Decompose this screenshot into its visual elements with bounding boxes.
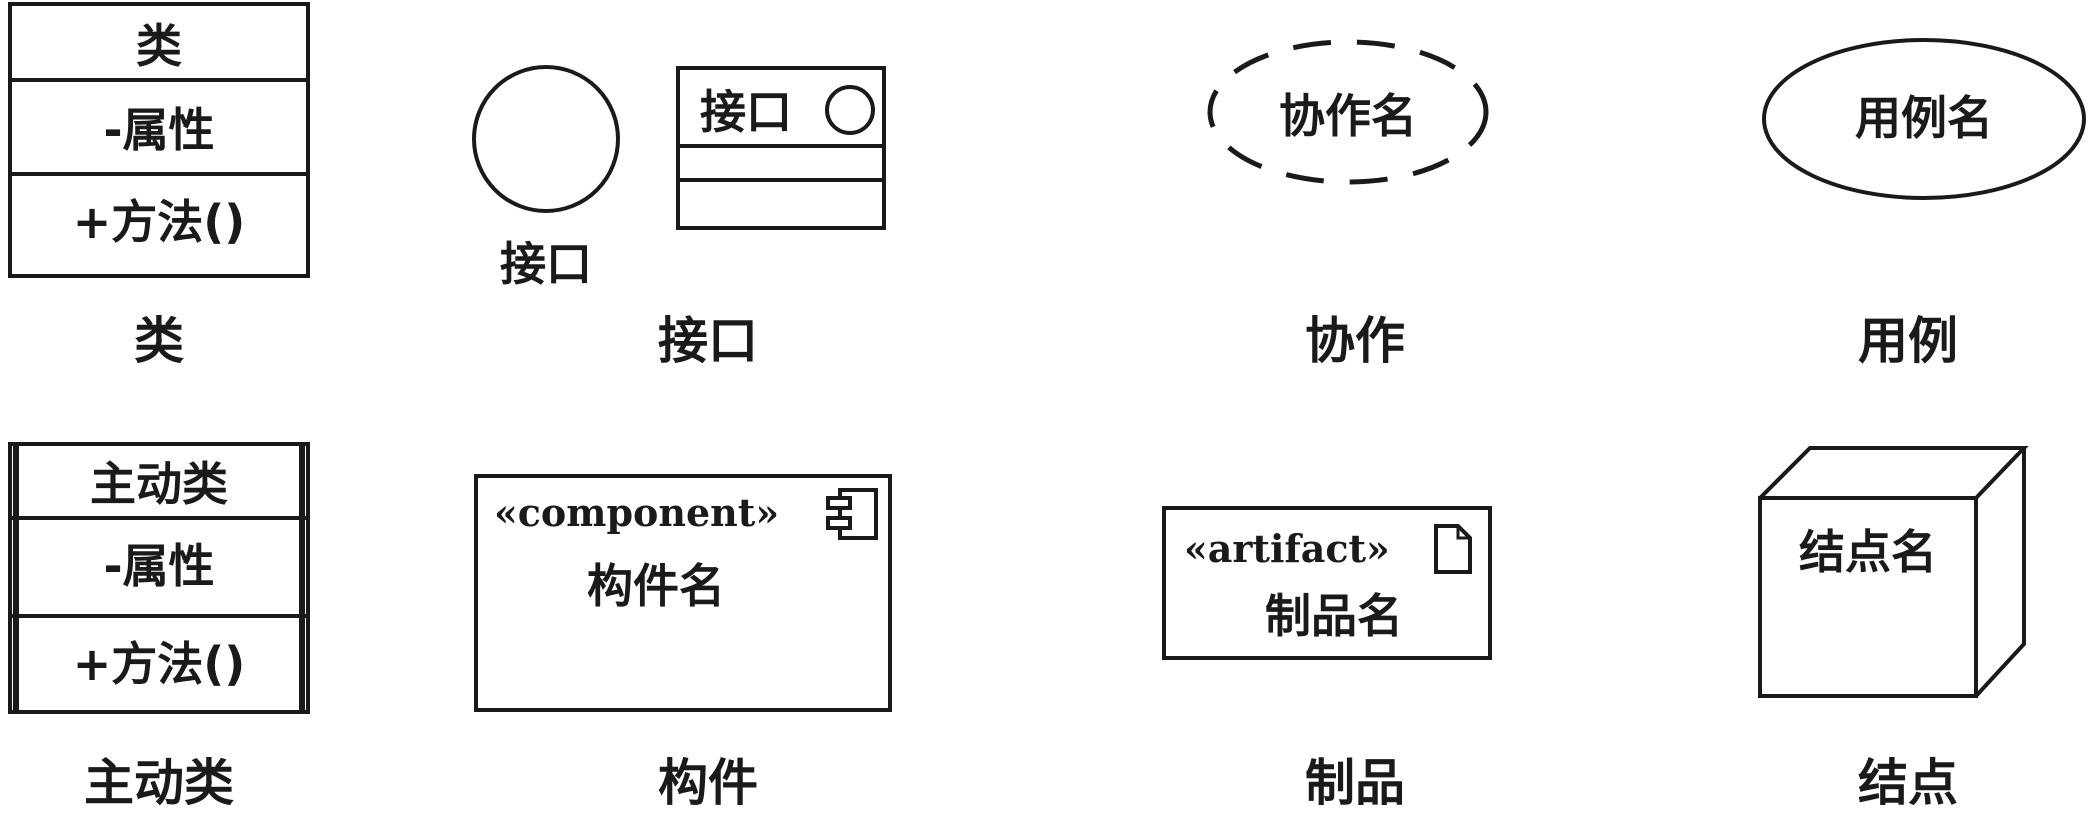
artifact-symbol: «artifact» 制品名: [1162, 506, 1492, 660]
artifact-document-icon: [1434, 524, 1472, 574]
component-stereotype: «component»: [494, 490, 779, 535]
artifact-box: [1162, 506, 1492, 660]
collaboration-caption: 协作: [1305, 312, 1405, 370]
artifact-name: 制品名: [1265, 589, 1403, 643]
active-class-attribute: -属性: [103, 539, 214, 593]
class-name: 类: [136, 19, 182, 73]
node-side-face: [1974, 448, 2026, 698]
class-box: [8, 2, 310, 278]
interface-symbol: 接口 接口: [472, 65, 886, 291]
class-method: +方法(): [73, 195, 246, 249]
collaboration-symbol: 协作名: [1207, 39, 1489, 185]
class-caption: 类: [134, 312, 184, 370]
component-caption: 构件: [658, 754, 758, 812]
artifact-caption: 制品: [1305, 754, 1405, 812]
use-case-name: 用例名: [1855, 91, 1993, 145]
node-front-face: [1758, 496, 1978, 698]
interface-box-name: 接口: [700, 85, 792, 139]
class-symbol: 类 -属性 +方法(): [8, 2, 310, 278]
interface-lollipop-circle: [472, 65, 620, 213]
active-class-symbol: 主动类 -属性 +方法(): [8, 442, 310, 714]
component-name: 构件名: [587, 559, 725, 613]
node-symbol: 结点名: [1758, 446, 2029, 698]
collaboration-name: 协作名: [1279, 89, 1417, 143]
use-case-caption: 用例: [1858, 312, 1958, 370]
interface-lollipop-label: 接口: [500, 237, 592, 291]
use-case-ellipse: [1762, 38, 2086, 200]
component-symbol: «component» 构件名: [474, 474, 892, 712]
class-attribute: -属性: [103, 103, 214, 157]
component-box: [474, 474, 892, 712]
interface-caption: 接口: [658, 312, 758, 370]
use-case-symbol: 用例名: [1762, 38, 2086, 200]
node-top-face: [1758, 446, 2029, 500]
node-name: 结点名: [1799, 525, 1937, 579]
active-class-method: +方法(): [73, 637, 246, 691]
active-class-name: 主动类: [90, 457, 228, 511]
interface-ball-icon: [825, 85, 875, 135]
component-icon: [826, 488, 878, 540]
active-class-caption: 主动类: [84, 754, 234, 812]
collaboration-dashed-ellipse: [1207, 39, 1489, 185]
node-caption: 结点: [1858, 754, 1958, 812]
active-class-box: [8, 442, 310, 714]
artifact-stereotype: «artifact»: [1184, 526, 1390, 571]
